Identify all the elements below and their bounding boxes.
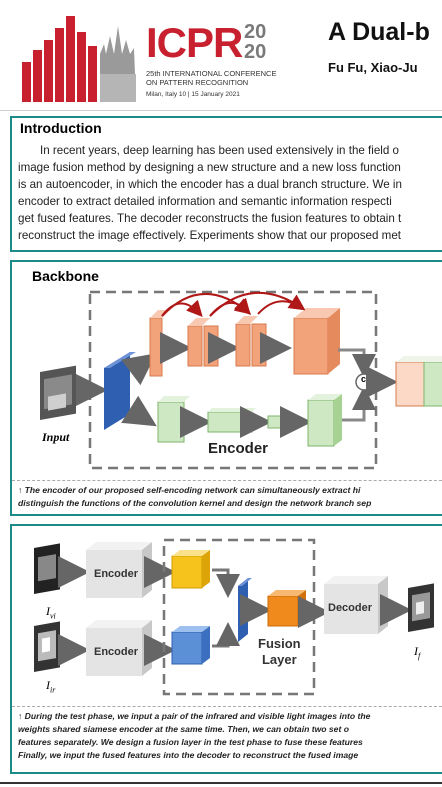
orange-feature-map: [149, 310, 170, 377]
intro-line: get fused features. The decoder reconstr…: [18, 212, 402, 225]
logo-bar: [22, 62, 31, 102]
introduction-heading: Introduction: [20, 120, 102, 136]
test-caption-line: weights shared siamese encoder at the sa…: [18, 724, 349, 734]
orange-feature-map: [251, 323, 267, 367]
input-image: [40, 365, 76, 420]
conference-name-line1: 25th INTERNATIONAL CONFERENCE: [146, 69, 277, 78]
backbone-caption-line1: ↑ The encoder of our proposed self-encod…: [18, 485, 361, 495]
logo-year-bottom: 20: [244, 41, 267, 63]
test-caption-line: ↑ During the test phase, we input a pair…: [18, 711, 371, 721]
intro-line: is an autoencoder, in which the encoder …: [18, 178, 402, 191]
test-caption-line: features separately. We design a fusion …: [18, 737, 363, 747]
infrared-input-label: Iir: [46, 678, 55, 694]
footer-rule: [0, 782, 442, 784]
visible-image: [34, 543, 60, 594]
test-phase-diagram: [34, 538, 434, 696]
poster-title: A Dual-b: [328, 18, 430, 46]
concat-symbol: c: [361, 374, 367, 384]
fusion-label-line1: Fusion: [258, 636, 301, 651]
skip-connection-arrow: [257, 294, 306, 315]
concatenated-feature-map: [395, 356, 442, 407]
infrared-input-symbol: I: [46, 678, 50, 692]
introduction-panel: Introduction In recent years, deep learn…: [10, 116, 442, 252]
backbone-caption-line2: distinguish the functions of the convolu…: [18, 498, 372, 508]
intro-line: image fusion method by designing a new s…: [18, 161, 401, 174]
green-feature-map: [267, 415, 295, 429]
infrared-input-subscript: ir: [50, 685, 56, 695]
encoder-top-label: Encoder: [94, 568, 139, 580]
logo-wordmark: ICPR: [146, 19, 243, 66]
backbone-panel: Backbone: [10, 260, 442, 516]
visible-input-subscript: vi: [50, 611, 56, 621]
logo-bar: [44, 40, 53, 102]
green-feature-map: [207, 408, 256, 433]
intro-line: reconstruct the image effectively. Exper…: [18, 229, 401, 242]
visible-input-label: Ivi: [46, 604, 56, 620]
logo-year-top: 20: [244, 21, 267, 43]
intro-line: encoder to extract detailed information …: [18, 195, 392, 208]
fused-output-label: If: [414, 644, 420, 660]
encoder-bottom-label: Encoder: [94, 646, 139, 658]
conference-name-line2: ON PATTERN RECOGNITION: [146, 78, 249, 87]
logo-bar: [66, 16, 75, 102]
conference-location: Milan, Italy 10 | 15 January 2021: [146, 91, 240, 98]
infrared-image: [34, 621, 60, 672]
header-divider: [0, 110, 442, 111]
logo-bar: [88, 46, 97, 102]
encoder-label: Encoder: [208, 440, 269, 457]
test-phase-panel: Encoder Encoder Fusion Layer Decoder Ivi…: [10, 524, 442, 774]
orange-feature-map: [293, 308, 340, 375]
green-feature-map: [307, 394, 342, 447]
decoder-label: Decoder: [328, 602, 373, 614]
section-divider: [12, 480, 442, 481]
fusion-layer-label: Fusion Layer: [258, 636, 301, 668]
poster-authors: Fu Fu, Xiao-Ju: [328, 60, 418, 75]
logo-bar: [33, 50, 42, 102]
input-label: Input: [42, 430, 70, 444]
orange-feature-map: [203, 325, 219, 367]
logo-bar: [55, 28, 64, 102]
fused-output-image: [408, 583, 434, 632]
header: ICPR 20 20 25th INTERNATIONAL CONFERENCE…: [0, 0, 442, 108]
blue-conv-block: [104, 352, 136, 430]
yellow-feature-map: [171, 550, 210, 589]
logo-bar: [77, 32, 86, 102]
orange-feature-map: [187, 318, 210, 367]
introduction-body: In recent years, deep learning has been …: [18, 142, 442, 244]
orange-feature-map: [235, 316, 258, 367]
backbone-heading: Backbone: [32, 268, 99, 284]
green-feature-map: [157, 396, 190, 443]
section-divider: [12, 706, 442, 707]
test-caption-line: Finally, we input the fused features int…: [18, 750, 359, 760]
icpr-logo-graphic: [22, 16, 136, 102]
fusion-conv-block: [238, 578, 252, 642]
skip-connection-arrow: [209, 291, 306, 317]
fused-output-symbol: I: [414, 644, 418, 658]
fusion-label-line2: Layer: [261, 652, 297, 667]
visible-input-symbol: I: [46, 604, 50, 618]
backbone-diagram: [40, 290, 442, 470]
blue-feature-map: [171, 626, 210, 665]
intro-line: In recent years, deep learning has been …: [40, 144, 399, 157]
fused-feature-map: [267, 590, 306, 627]
fused-output-subscript: f: [418, 651, 421, 661]
